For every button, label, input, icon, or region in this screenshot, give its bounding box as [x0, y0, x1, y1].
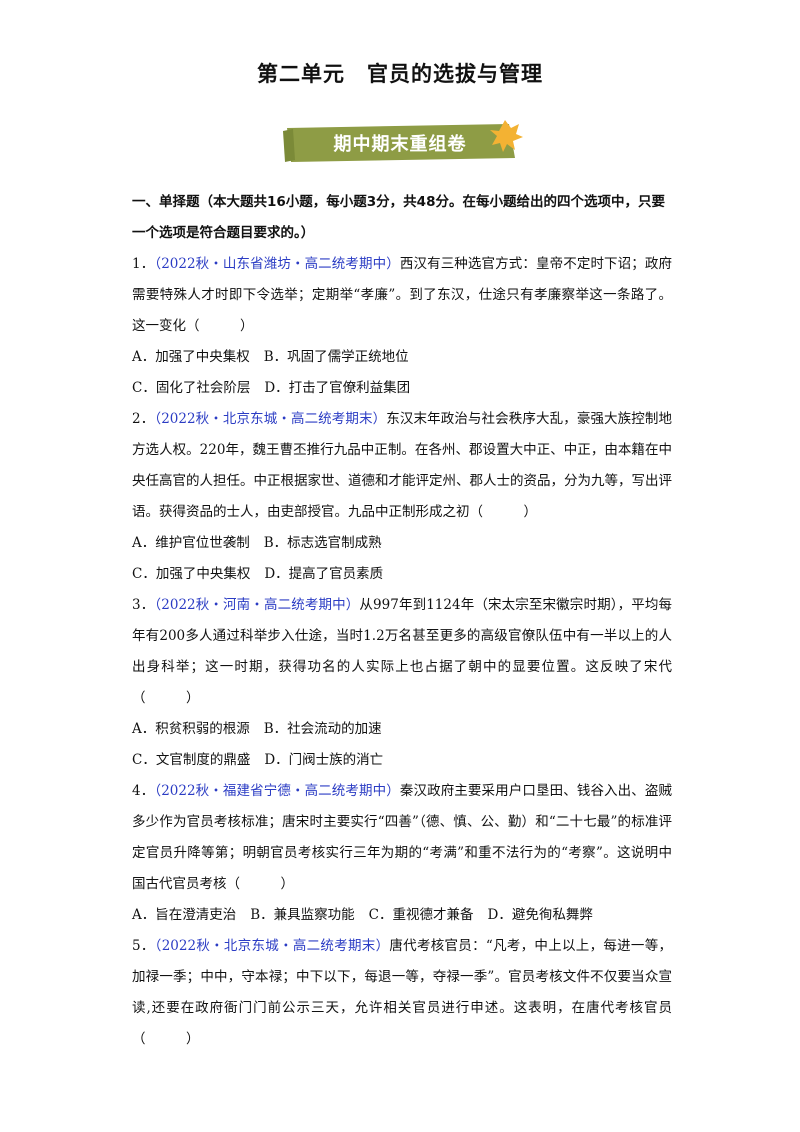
question-item: 2．（2022秋・北京东城・高二统考期末）东汉末年政治与社会秩序大乱，豪强大族控…	[132, 404, 672, 590]
question-number: 4．	[132, 783, 155, 799]
option-row: C．固化了社会阶层 D．打击了官僚利益集团	[132, 373, 672, 404]
question-item: 5．（2022秋・北京东城・高二统考期末）唐代考核官员：“凡考，中上以上，每进一…	[132, 931, 672, 1055]
question-stem: 秦汉政府主要采用户口垦田、钱谷入出、盗贼多少作为官员考核标准；唐宋时主要实行“四…	[132, 783, 673, 892]
banner-ribbon-icon	[283, 120, 523, 162]
question-source: （2022秋・山东省潍坊・高二统考期中）	[154, 256, 400, 272]
answer-option: D．门阀士族的消亡	[264, 752, 384, 768]
question-stem: 唐代考核官员：“凡考，中上以上，每进一等，加禄一季；中中，守本禄；中下以下，每退…	[132, 938, 673, 1047]
answer-option: C．重视德才兼备	[368, 907, 474, 923]
maple-leaf-icon	[490, 120, 523, 152]
question-item: 1．（2022秋・山东省潍坊・高二统考期中）西汉有三种选官方式：皇帝不定时下诏；…	[132, 249, 672, 404]
question-number: 2．	[132, 411, 155, 427]
questions-area: 一、单择题（本大题共16小题，每小题3分，共48分。在每小题给出的四个选项中，只…	[132, 187, 672, 1055]
question-text: 3．（2022秋・河南・高二统考期中）从997年到1124年（宋太宗至宋徽宗时期…	[132, 590, 672, 714]
answer-option: A．加强了中央集权	[132, 349, 250, 365]
section-heading: 一、单择题（本大题共16小题，每小题3分，共48分。在每小题给出的四个选项中，只…	[132, 194, 665, 241]
question-text: 1．（2022秋・山东省潍坊・高二统考期中）西汉有三种选官方式：皇帝不定时下诏；…	[132, 249, 672, 342]
option-row: C．文官制度的鼎盛 D．门阀士族的消亡	[132, 745, 672, 776]
answer-option: B．社会流动的加速	[263, 721, 382, 737]
question-stem: 西汉有三种选官方式：皇帝不定时下诏；政府需要特殊人才时即下令选举；定期举“孝廉”…	[132, 256, 673, 334]
answer-option: A．维护官位世袭制	[132, 535, 250, 551]
question-source: （2022秋・北京东城・高二统考期末）	[154, 938, 390, 954]
question-text: 4．（2022秋・福建省宁德・高二统考期中）秦汉政府主要采用户口垦田、钱谷入出、…	[132, 776, 672, 900]
option-row: A．积贫积弱的根源 B．社会流动的加速	[132, 714, 672, 745]
question-text: 2．（2022秋・北京东城・高二统考期末）东汉末年政治与社会秩序大乱，豪强大族控…	[132, 404, 672, 528]
question-source: （2022秋・北京东城・高二统考期末）	[154, 411, 387, 427]
answer-option: D．避免徇私舞弊	[487, 907, 593, 923]
answer-option: D．打击了官僚利益集团	[264, 380, 411, 396]
answer-option: A．积贫积弱的根源	[132, 721, 250, 737]
answer-option: D．提高了官员素质	[264, 566, 384, 582]
answer-option: B．兼具监察功能	[250, 907, 355, 923]
question-number: 3．	[132, 597, 155, 613]
question-item: 3．（2022秋・河南・高二统考期中）从997年到1124年（宋太宗至宋徽宗时期…	[132, 590, 672, 776]
question-stem: 东汉末年政治与社会秩序大乱，豪强大族控制地方选人权。220年，魏王曹丕推行九品中…	[132, 411, 673, 520]
question-number: 1．	[132, 256, 155, 272]
question-source: （2022秋・河南・高二统考期中）	[154, 597, 360, 613]
question-stem: 从997年到1124年（宋太宗至宋徽宗时期），平均每年有200多人通过科举步入仕…	[132, 597, 673, 706]
question-number: 5．	[132, 938, 155, 954]
option-row: A．维护官位世袭制 B．标志选官制成熟	[132, 528, 672, 559]
answer-option: A．旨在澄清吏治	[132, 907, 237, 923]
page-title: 第二单元 官员的选拔与管理	[257, 62, 543, 86]
answer-option: C．固化了社会阶层	[132, 380, 251, 396]
question-list: 1．（2022秋・山东省潍坊・高二统考期中）西汉有三种选官方式：皇帝不定时下诏；…	[132, 249, 672, 1055]
question-source: （2022秋・福建省宁德・高二统考期中）	[154, 783, 400, 799]
question-text: 5．（2022秋・北京东城・高二统考期末）唐代考核官员：“凡考，中上以上，每进一…	[132, 931, 672, 1055]
question-item: 4．（2022秋・福建省宁德・高二统考期中）秦汉政府主要采用户口垦田、钱谷入出、…	[132, 776, 672, 931]
banner: 期中期末重组卷	[283, 118, 523, 168]
option-row: A．旨在澄清吏治 B．兼具监察功能 C．重视德才兼备 D．避免徇私舞弊	[132, 900, 672, 931]
option-row: A．加强了中央集权 B．巩固了儒学正统地位	[132, 342, 672, 373]
answer-option: C．加强了中央集权	[132, 566, 251, 582]
option-row: C．加强了中央集权 D．提高了官员素质	[132, 559, 672, 590]
answer-option: B．标志选官制成熟	[263, 535, 382, 551]
answer-option: B．巩固了儒学正统地位	[263, 349, 409, 365]
banner-label: 期中期末重组卷	[333, 134, 467, 155]
answer-option: C．文官制度的鼎盛	[132, 752, 251, 768]
